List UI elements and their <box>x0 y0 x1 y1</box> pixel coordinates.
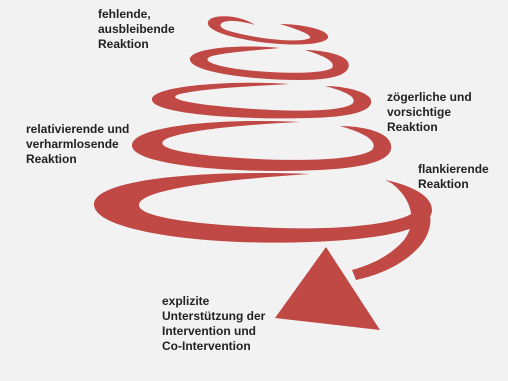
label-explicit-support: explizite Unterstützung der Intervention… <box>162 294 266 353</box>
spiral-tail <box>352 182 431 280</box>
label-relativizing-reaction: relativierende und verharmlosende Reakti… <box>26 122 130 166</box>
label-missing-reaction: fehlende, ausbleibende Reaktion <box>98 7 175 51</box>
spiral-coil-3 <box>151 82 372 119</box>
spiral-coil-2 <box>189 46 349 80</box>
spiral-coil-4 <box>131 121 392 171</box>
spiral-coil-5 <box>93 173 432 243</box>
arrowhead <box>275 247 380 330</box>
spiral-coil-1 <box>207 16 329 45</box>
label-hesitant-reaction: zögerliche und vorsichtige Reaktion <box>387 90 472 134</box>
label-flanking-reaction: flankierende Reaktion <box>418 162 489 191</box>
